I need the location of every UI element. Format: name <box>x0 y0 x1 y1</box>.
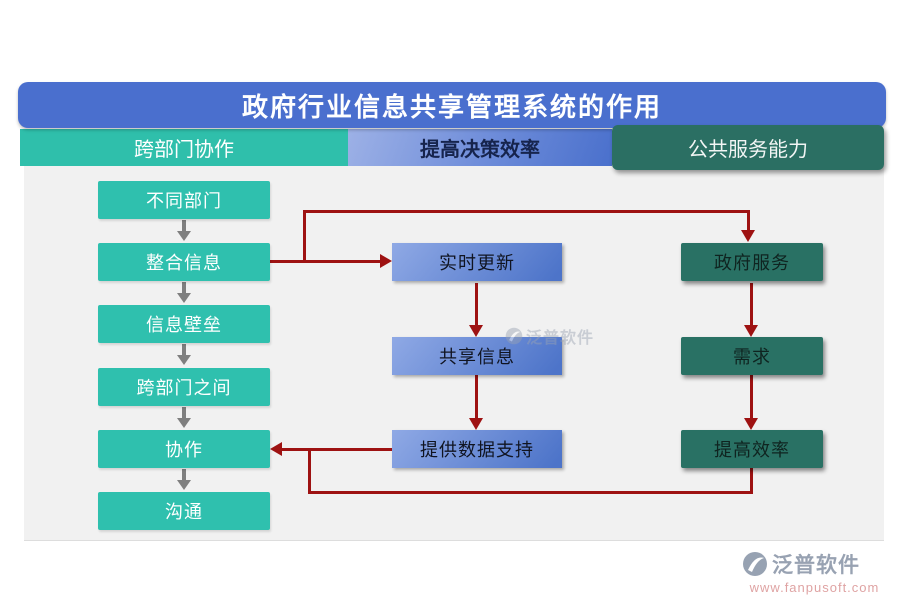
box-information-barrier: 信息壁垒 <box>98 305 270 343</box>
box-provide-data-support: 提供数据支持 <box>392 430 562 468</box>
down-arrow-icon <box>177 469 191 491</box>
box-improve-efficiency: 提高效率 <box>681 430 823 468</box>
down-arrow-icon <box>177 220 191 242</box>
down-arrow-icon <box>177 344 191 366</box>
box-between-departments: 跨部门之间 <box>98 368 270 406</box>
arrowhead-down-icon <box>469 325 483 337</box>
connector-line <box>747 210 750 231</box>
connector-line <box>750 283 753 326</box>
down-arrow-icon <box>177 407 191 429</box>
tab-cross-department-collaboration: 跨部门协作 <box>20 129 348 166</box>
box-communication: 沟通 <box>98 492 270 530</box>
fanpu-logo-icon <box>505 327 523 345</box>
arrowhead-left-icon <box>270 442 282 456</box>
connector-line <box>475 375 478 419</box>
connector-line <box>303 210 750 213</box>
arrowhead-down-icon <box>741 230 755 242</box>
fanpu-logo-icon <box>743 552 767 576</box>
watermark-text: 泛普软件 <box>526 330 595 347</box>
arrowhead-right-icon <box>380 254 392 268</box>
arrowhead-down-icon <box>469 418 483 430</box>
watermark-center: 泛普软件 <box>505 324 594 348</box>
box-share-information: 共享信息 <box>392 337 562 375</box>
brand-row: 泛普软件 <box>742 549 887 579</box>
box-government-service: 政府服务 <box>681 243 823 281</box>
connector-line <box>475 283 478 326</box>
box-collaboration: 协作 <box>98 430 270 468</box>
page-title: 政府行业信息共享管理系统的作用 <box>18 82 886 128</box>
tab-public-service-capability: 公共服务能力 <box>612 125 884 170</box>
tab-decision-efficiency: 提高决策效率 <box>348 129 612 166</box>
box-demand: 需求 <box>681 337 823 375</box>
connector-line <box>270 260 380 263</box>
box-different-departments: 不同部门 <box>98 181 270 219</box>
connector-line <box>308 491 753 494</box>
brand-name: 泛普软件 <box>772 554 860 577</box>
box-integrate-information: 整合信息 <box>98 243 270 281</box>
connector-line <box>308 449 311 494</box>
arrowhead-down-icon <box>744 325 758 337</box>
connector-line <box>303 210 306 263</box>
brand-url: www.fanpusoft.com <box>749 580 880 595</box>
connector-line <box>750 375 753 419</box>
brand-footer: 泛普软件 www.fanpusoft.com <box>742 549 887 595</box>
connector-line <box>282 448 392 451</box>
arrowhead-down-icon <box>744 418 758 430</box>
box-realtime-update: 实时更新 <box>392 243 562 281</box>
connector-line <box>750 468 753 494</box>
down-arrow-icon <box>177 282 191 304</box>
